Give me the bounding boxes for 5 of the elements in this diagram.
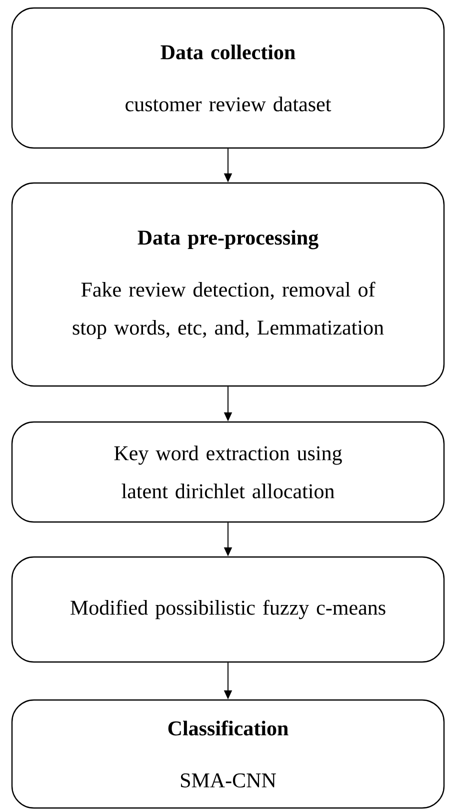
process-box: Data collection customer review dataset [11,7,445,149]
process-box: Data pre-processing Fake review detection, removal of stop words, etc, and, Lemmatization [11,182,445,387]
process-box: Classification SMA-CNN [11,699,445,809]
process-box: Key word extraction using latent dirichlet allocation [11,421,445,523]
process-box: Modified possibilistic fuzzy c-means [11,556,445,663]
